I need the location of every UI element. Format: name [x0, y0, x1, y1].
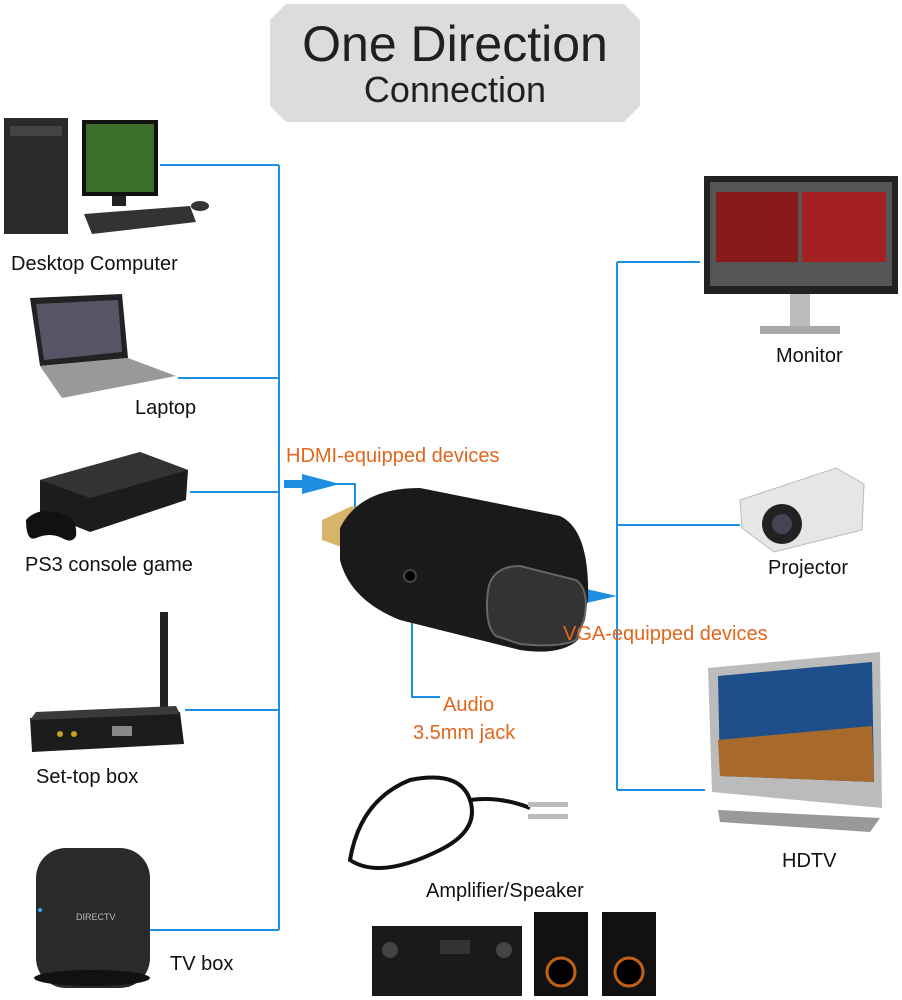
source-label-tv-box: TV box — [170, 953, 234, 975]
monitor-icon — [704, 176, 898, 334]
hdmi-input-label: HDMI-equipped devices — [286, 445, 500, 467]
source-label-laptop: Laptop — [135, 397, 197, 419]
hdmi-arrow-icon — [284, 474, 340, 494]
tv-box-icon: DIRECTV — [34, 848, 150, 988]
laptop-icon — [30, 294, 176, 398]
hdmi-vga-adapter-icon — [322, 488, 589, 652]
desktop-computer-icon — [4, 118, 209, 234]
title-banner: One Direction Connection — [270, 4, 640, 122]
svg-text:DIRECTV: DIRECTV — [76, 912, 116, 922]
amplifier-speaker-icon — [347, 775, 656, 996]
set-top-box-icon — [30, 612, 184, 752]
amplifier-speaker-label: Amplifier/Speaker — [426, 880, 584, 902]
vga-output-label: VGA-equipped devices — [563, 623, 768, 645]
audio-jack-label: 3.5mm jack — [413, 722, 516, 744]
output-label-projector: Projector — [768, 557, 849, 579]
output-label-monitor: Monitor — [776, 345, 843, 367]
game-console-icon — [26, 452, 188, 541]
source-label-set-top-box: Set-top box — [36, 766, 139, 788]
title-line-2: Connection — [363, 69, 547, 110]
output-label-hdtv: HDTV — [782, 850, 837, 872]
hdtv-icon — [708, 652, 882, 832]
source-label-ps3: PS3 console game — [25, 554, 193, 576]
audio-label: Audio — [443, 694, 495, 716]
source-label-desktop: Desktop Computer — [11, 253, 178, 275]
projector-icon — [739, 467, 865, 553]
title-line-1: One Direction — [302, 16, 608, 72]
